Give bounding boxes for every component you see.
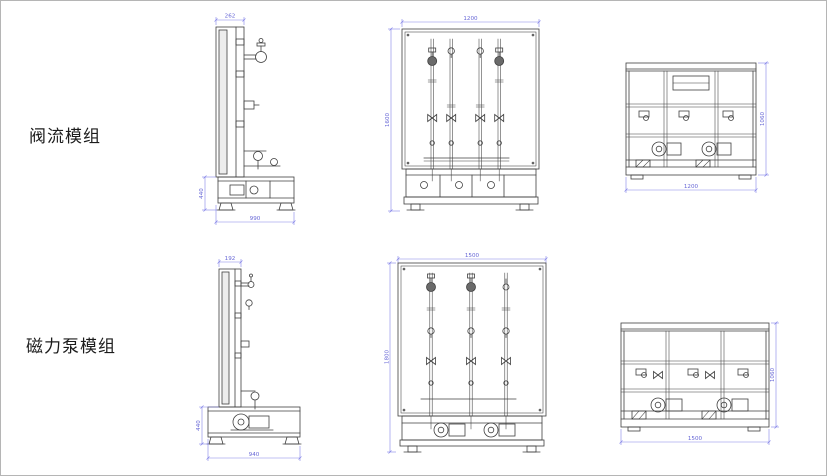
dim-left-height: 440 (199, 175, 217, 212)
pump-module-rear-view: 1060 1500 (619, 321, 779, 445)
valve-module-rear-view: 1060 1200 (624, 61, 769, 193)
pipes (427, 38, 504, 170)
inline-valves (423, 114, 510, 162)
valve-heads (427, 47, 505, 66)
dim-value: 1600 (385, 112, 391, 127)
pump-module-front-view: 1500 1800 (384, 253, 548, 454)
panel (401, 28, 540, 170)
dim-left-height: 1600 (385, 27, 400, 213)
valve-module-front-view: 1200 1600 (385, 16, 541, 213)
module-label-valve-flow: 阀流模组 (29, 127, 101, 147)
pipes (426, 272, 511, 417)
base-frame-with-pump (207, 406, 301, 438)
lower-frame (405, 168, 537, 198)
dim-bottom-width: 940 (206, 439, 302, 461)
dim-value: 1060 (760, 111, 766, 126)
top-valve-assembly (243, 38, 267, 63)
dim-value: 440 (199, 188, 205, 199)
dim-value: 192 (225, 256, 236, 262)
panel-column (218, 268, 242, 408)
dim-value: 1200 (463, 16, 478, 22)
dim-top-width: 1200 (400, 16, 541, 27)
dim-top-width: 192 (217, 256, 243, 267)
dim-value: 1800 (384, 349, 390, 364)
panel-column (215, 26, 245, 178)
dim-bottom-width: 990 (214, 205, 296, 225)
lower-valve-assembly (240, 390, 260, 410)
dim-value: 1060 (770, 367, 776, 382)
junction-box (672, 75, 710, 91)
base-hatch (630, 159, 752, 180)
dim-value: 440 (196, 420, 202, 431)
lower-valve-assembly (243, 150, 281, 170)
dim-value: 940 (249, 452, 260, 458)
top-fitting (240, 273, 255, 310)
dim-right-height: 1060 (770, 321, 779, 429)
dim-value: 1500 (465, 253, 480, 259)
dim-value: 262 (225, 14, 236, 20)
base-rail-and-feet (399, 439, 545, 453)
dim-value: 1500 (688, 436, 703, 442)
fittings-row (638, 110, 734, 121)
pump-pair (650, 397, 749, 413)
dim-left-height: 1800 (384, 261, 396, 454)
base-hatch (627, 410, 761, 432)
dim-right-height: 1060 (758, 61, 769, 177)
module-label-magnetic-pump: 磁力泵模组 (26, 337, 116, 357)
gauges-and-valves (420, 327, 517, 400)
pump-pair (651, 141, 732, 157)
lower-frame-with-pumps (401, 415, 543, 441)
dim-left-height: 440 (196, 405, 219, 446)
dim-top-width: 1500 (396, 253, 548, 263)
base-rail-and-feet (403, 196, 539, 211)
pump-module-side-view: 192 9 (196, 256, 302, 461)
frame (620, 322, 770, 428)
dim-top-width: 262 (214, 14, 246, 25)
dim-value: 1200 (684, 184, 699, 190)
feet (206, 436, 302, 445)
valve-heads (426, 273, 510, 292)
dim-bottom-width: 1500 (619, 429, 771, 445)
feet (216, 202, 296, 211)
valve-module-side-view: 262 (199, 14, 296, 225)
mid-fitting (243, 100, 260, 110)
mid-fitting (240, 340, 250, 348)
fittings-row (635, 368, 749, 379)
base-frame (217, 176, 295, 204)
dim-bottom-width: 1200 (624, 177, 758, 193)
frame (625, 62, 757, 176)
dim-value: 990 (250, 216, 261, 222)
